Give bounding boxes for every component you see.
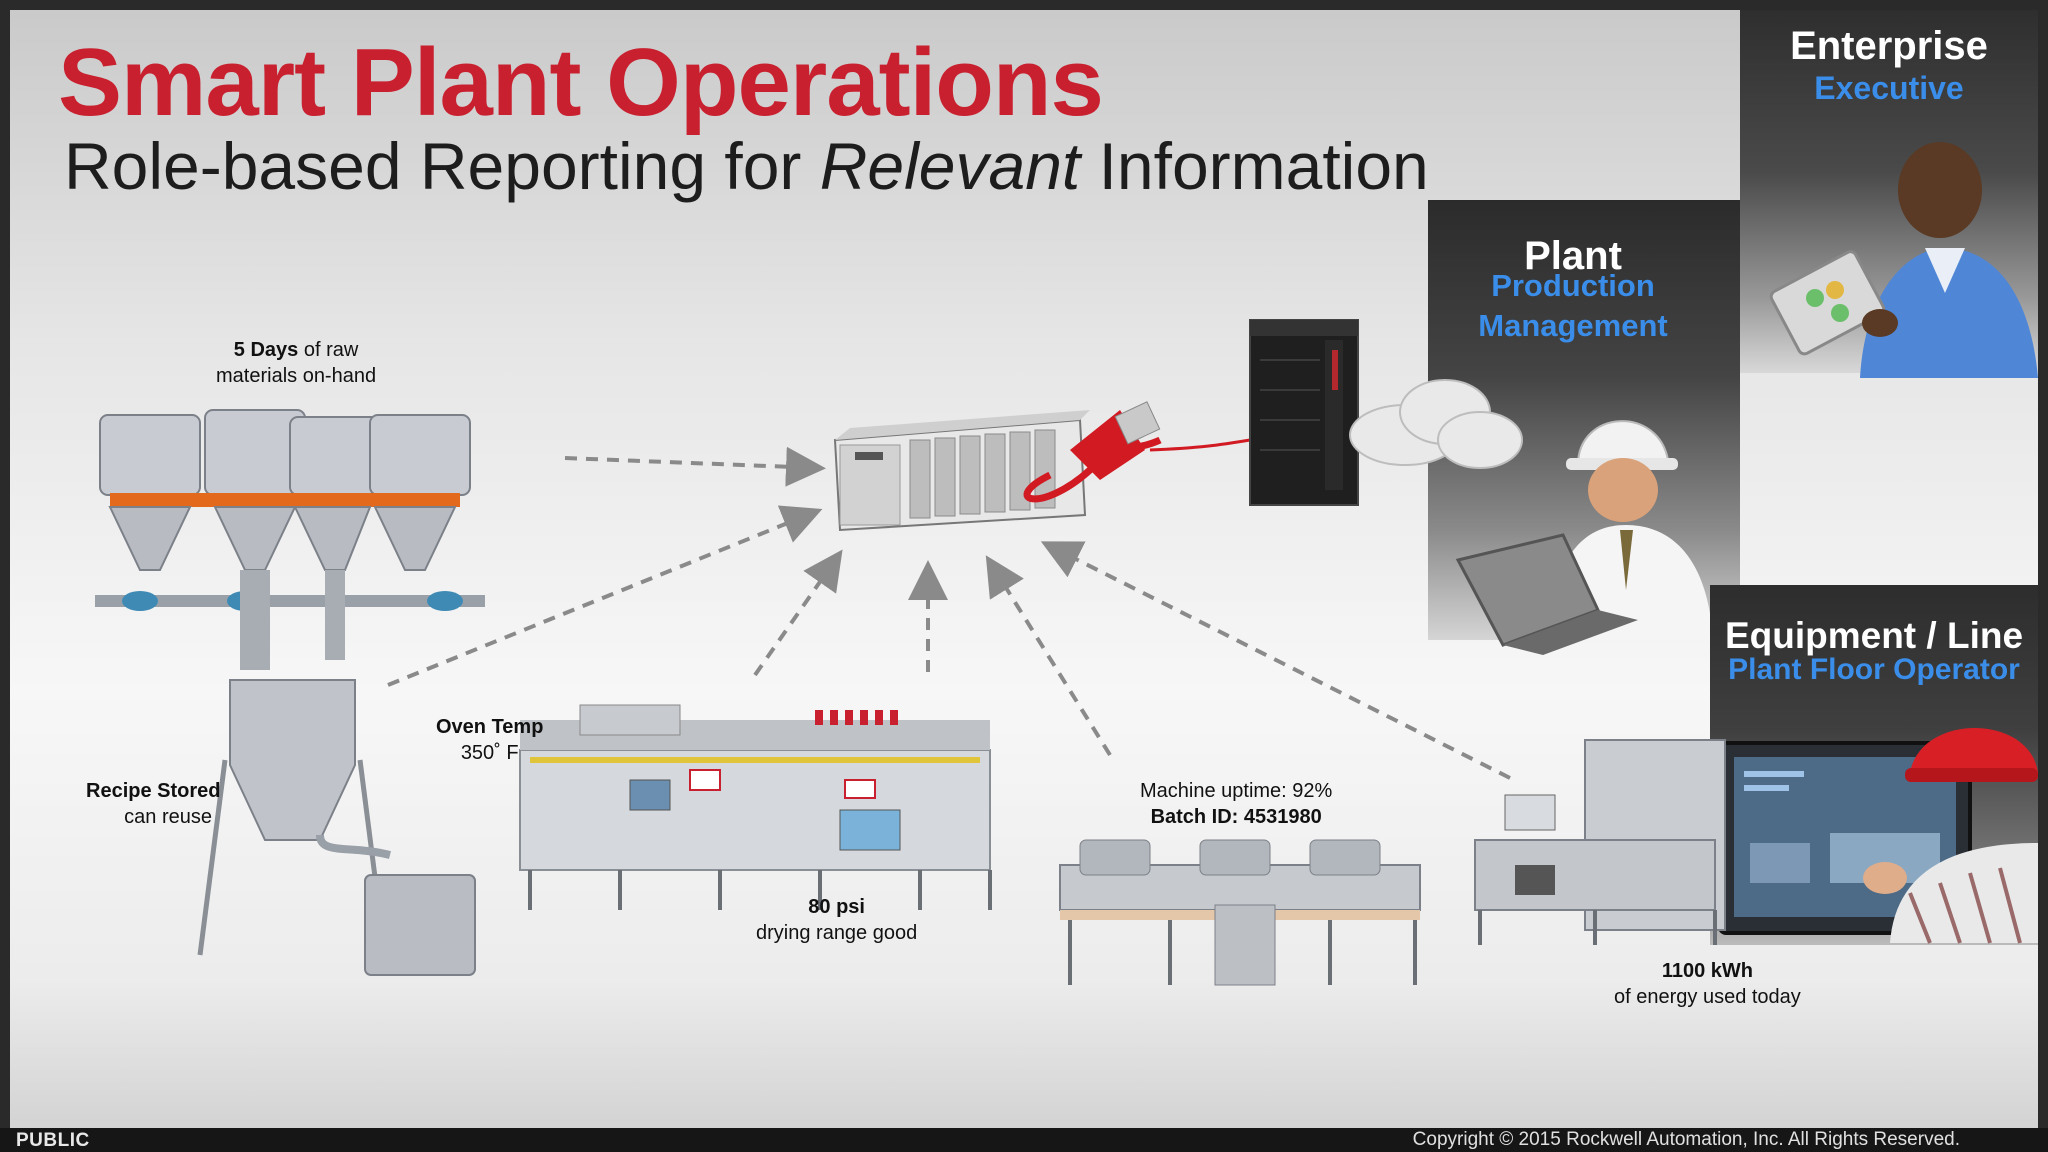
classification-label: PUBLIC <box>16 1130 90 1151</box>
pump-unit <box>316 834 476 976</box>
mixer-vessel <box>197 679 388 956</box>
oven-temp-label: Oven Temp 350˚ F <box>436 716 544 764</box>
page-subtitle: Role-based Reporting for Relevant Inform… <box>64 128 1429 204</box>
server-icon <box>1249 319 1359 506</box>
hmi-screen-icon <box>1718 741 1972 935</box>
enterprise-panel: Enterprise Executive <box>1740 8 2038 378</box>
enterprise-title: Enterprise <box>1790 24 1988 68</box>
subtitle-emphasis: Relevant <box>819 129 1081 203</box>
plant-manager-illustration <box>1455 420 1713 655</box>
raw-materials-label: 5 Days of raw materials on-hand <box>216 339 377 387</box>
network-cable-icon <box>1023 401 1251 503</box>
oven-line-illustration <box>519 704 992 910</box>
conveyor-illustration <box>1059 839 1421 986</box>
cloud-icon <box>1349 379 1523 469</box>
copyright-text: Copyright © 2015 Rockwell Automation, In… <box>1412 1129 1960 1150</box>
equipment-role: Plant Floor Operator <box>1728 653 2020 686</box>
arrow-energy <box>1040 541 1511 780</box>
pressure-label: 80 psi drying range good <box>756 896 918 944</box>
equipment-panel: Equipment / Line Plant Floor Operator <box>1710 585 2038 945</box>
footer-bar: PUBLIC Copyright © 2015 Rockwell Automat… <box>0 1128 2048 1152</box>
packaging-line-illustration <box>1474 739 1726 945</box>
page-title: Smart Plant Operations <box>58 29 1104 136</box>
operator-illustration <box>1718 728 2038 944</box>
silos-illustration <box>95 409 485 976</box>
arrow-raw-materials <box>564 446 826 487</box>
enterprise-role: Executive <box>1814 70 1964 106</box>
arrow-oven <box>753 549 843 677</box>
controller-rack-icon <box>833 410 1090 532</box>
plant-role-line1: Production <box>1491 268 1655 303</box>
silo-tanks <box>99 409 471 571</box>
recipe-label: Recipe Stored can reuse <box>86 780 221 828</box>
subtitle-before: Role-based Reporting for <box>64 129 820 203</box>
equipment-title: Equipment / Line <box>1724 615 2024 656</box>
energy-label: 1100 kWh of energy used today <box>1614 960 1801 1008</box>
arrow-recipe <box>387 505 823 687</box>
control-network-illustration <box>833 319 1523 532</box>
plant-role-line2: Management <box>1478 308 1668 343</box>
arrow-machine <box>985 555 1112 757</box>
machine-label: Machine uptime: 92% Batch ID: 4531980 <box>1140 780 1333 828</box>
subtitle-after: Information <box>1080 129 1429 203</box>
tablet-icon <box>1769 250 1886 356</box>
plant-title: Plant <box>1524 234 1622 278</box>
laptop-icon <box>1455 533 1638 655</box>
executive-person-illustration <box>1769 142 2038 378</box>
